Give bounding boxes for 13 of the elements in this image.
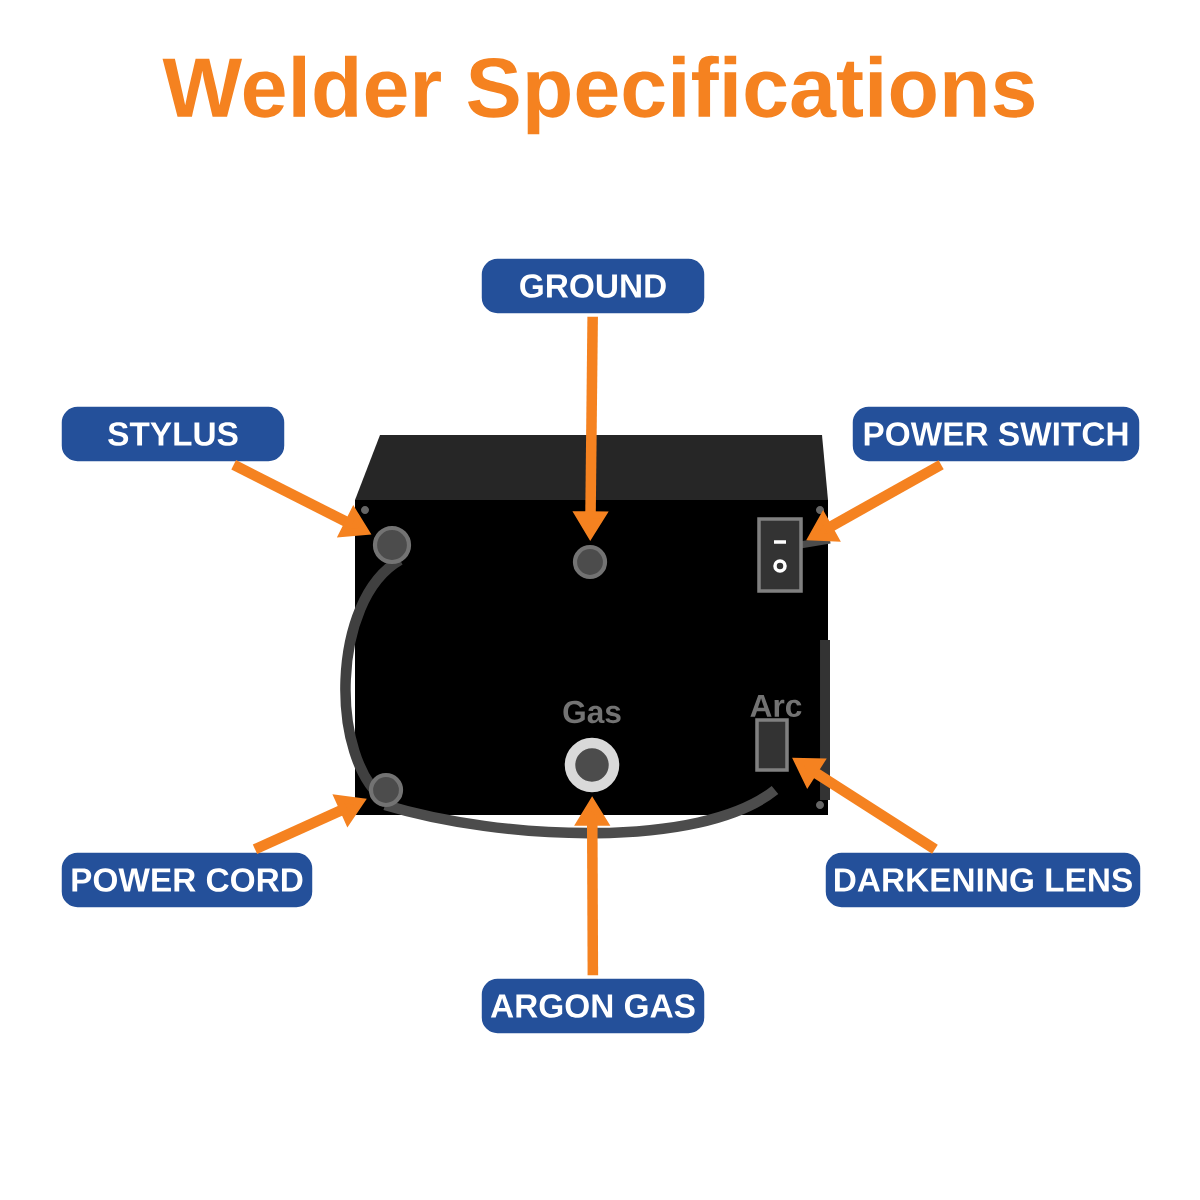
callout-box: GROUND	[478, 255, 708, 317]
socket	[572, 544, 608, 580]
callout-box: ARGON GAS	[478, 975, 708, 1037]
socket	[372, 525, 412, 565]
socket	[368, 772, 404, 808]
title: Welder Specifications	[162, 55, 1034, 135]
callout-box: STYLUS	[58, 403, 288, 465]
callout-box: POWER SWITCH	[849, 403, 1143, 465]
switch	[757, 517, 803, 593]
plug	[755, 718, 789, 772]
callout-box: DARKENING LENS	[822, 849, 1144, 911]
socket	[564, 737, 620, 793]
callout-box: POWER CORD	[58, 849, 316, 911]
